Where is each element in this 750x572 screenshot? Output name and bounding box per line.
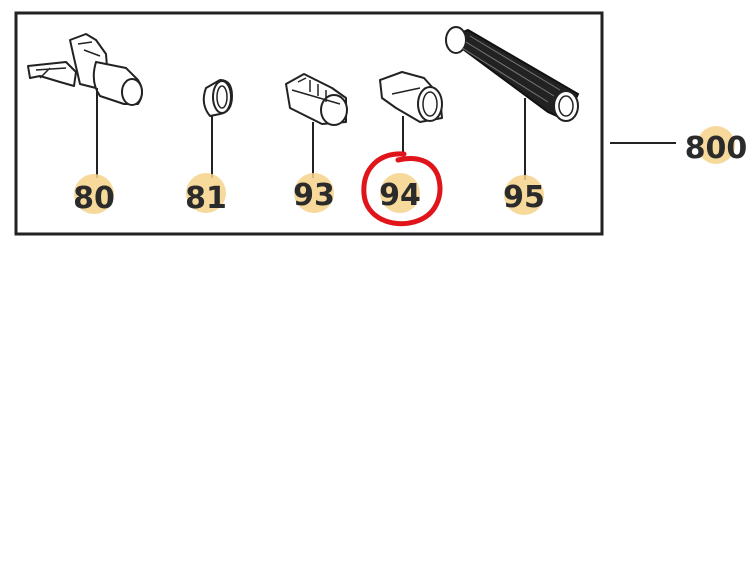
highlight-circle	[361, 151, 443, 227]
part-label-94: 94	[379, 178, 421, 213]
part-label-81: 81	[185, 181, 227, 216]
label-highlight-94	[380, 173, 420, 213]
assembly-label-800: 800	[685, 131, 748, 166]
label-highlight-93	[294, 173, 334, 213]
parts-frame	[14, 11, 604, 236]
part-label-80: 80	[73, 181, 115, 216]
ring-icon	[202, 79, 233, 117]
label-highlight-800	[697, 126, 735, 164]
bushing-icon	[285, 73, 348, 126]
sleeve-icon	[379, 71, 443, 123]
label-highlight-81	[186, 173, 226, 213]
label-highlight-80	[74, 174, 114, 214]
part-label-93: 93	[293, 178, 335, 213]
trigger-switch-assembly-icon	[27, 33, 143, 106]
label-highlight-95	[504, 175, 544, 215]
part-label-95: 95	[503, 180, 545, 215]
ribbed-tube-icon	[445, 26, 580, 122]
